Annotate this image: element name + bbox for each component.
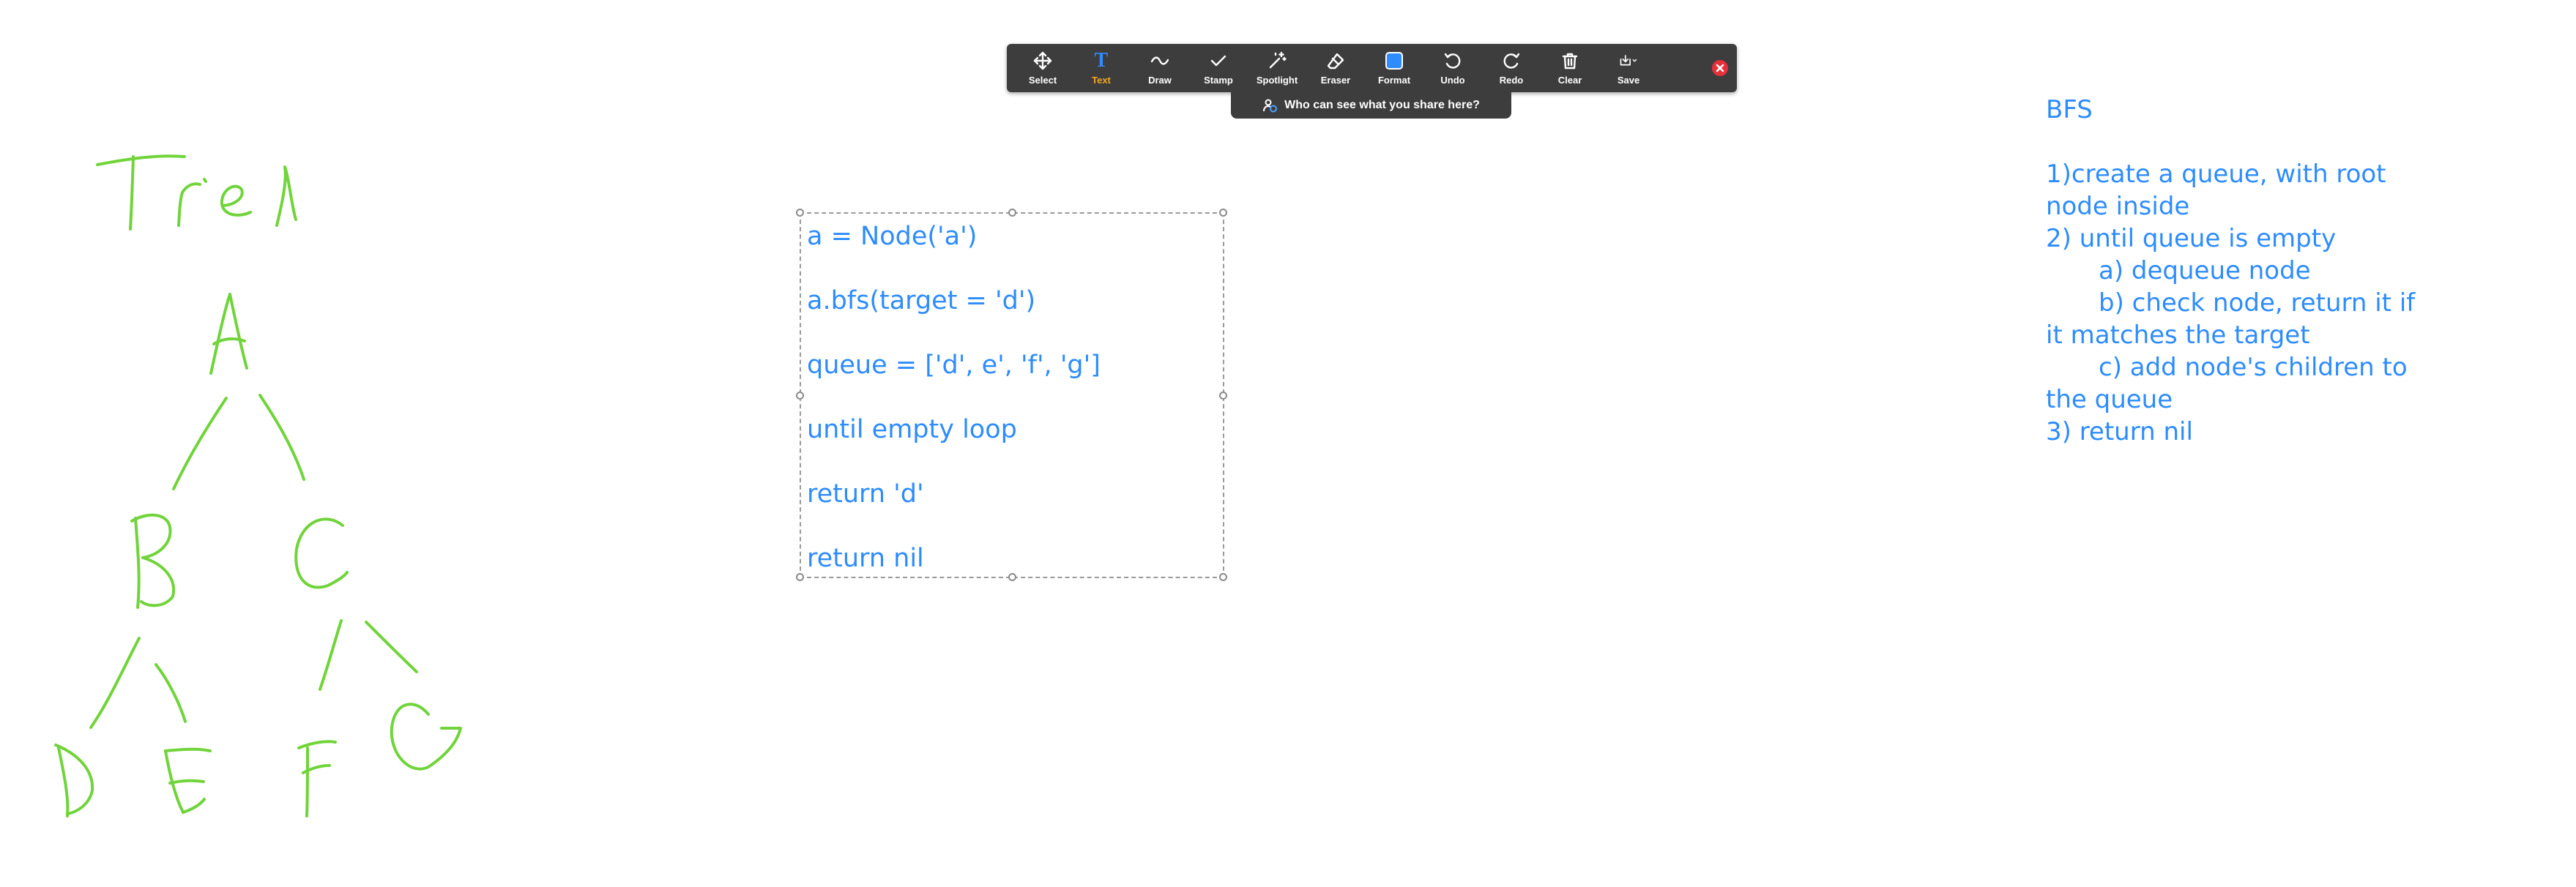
text-box-line: return nil — [807, 544, 924, 573]
move-arrows-icon — [1013, 50, 1072, 72]
format-tool-button[interactable]: Format — [1365, 44, 1423, 92]
undo-button[interactable]: Undo — [1423, 44, 1482, 92]
clear-button[interactable]: Clear — [1541, 44, 1599, 92]
text-tool-button[interactable]: T Text — [1072, 44, 1131, 92]
resize-handle-bottom-left[interactable] — [796, 573, 804, 581]
bfs-step: 2) until queue is empty — [2046, 224, 2337, 253]
undo-label: Undo — [1440, 75, 1465, 86]
text-box-line: until empty loop — [807, 415, 1017, 444]
annotation-toolbar: Select T Text Draw Stamp Spotlig — [1007, 44, 1737, 92]
edge-a-b — [172, 397, 228, 490]
node-b-ink — [130, 513, 176, 609]
clear-label: Clear — [1557, 75, 1582, 86]
bfs-substep: c) add node's children to — [2099, 353, 2408, 382]
share-notice-pill[interactable]: Who can see what you share here? — [1231, 92, 1511, 119]
save-label: Save — [1617, 75, 1640, 86]
selected-text-box[interactable]: a = Node('a') a.bfs(target = 'd') queue … — [796, 209, 1227, 581]
edge-a-c — [258, 394, 305, 481]
text-box-line: a = Node('a') — [807, 222, 978, 251]
bfs-step: node inside — [2046, 192, 2190, 221]
eraser-tool-label: Eraser — [1320, 75, 1351, 86]
node-a-ink — [209, 293, 248, 375]
bfs-substep-wrap: the queue — [2046, 385, 2173, 414]
node-f-ink — [297, 740, 337, 817]
format-tool-label: Format — [1377, 75, 1411, 86]
eraser-icon — [1306, 50, 1365, 72]
undo-icon — [1423, 50, 1482, 72]
spotlight-tool-button[interactable]: Spotlight — [1248, 44, 1306, 92]
save-download-icon — [1599, 50, 1658, 72]
magic-wand-icon — [1248, 50, 1306, 72]
node-d-ink — [54, 744, 94, 817]
bfs-substep: b) check node, return it if — [2099, 288, 2416, 318]
text-box-line: return 'd' — [807, 479, 924, 509]
text-tool-label: Text — [1092, 75, 1111, 86]
checkmark-icon — [1189, 50, 1248, 72]
resize-handle-top[interactable] — [1008, 209, 1016, 217]
stamp-tool-button[interactable]: Stamp — [1189, 44, 1248, 92]
tree-title-ink — [96, 154, 297, 231]
draw-tool-button[interactable]: Draw — [1131, 44, 1189, 92]
stamp-tool-label: Stamp — [1204, 75, 1233, 86]
bfs-substep-wrap: it matches the target — [2046, 321, 2310, 350]
edge-c-g — [365, 621, 418, 673]
save-button[interactable]: Save — [1599, 44, 1658, 92]
text-t-icon: T — [1094, 49, 1109, 72]
resize-handle-top-right[interactable] — [1219, 209, 1227, 217]
bfs-heading: BFS — [2046, 95, 2093, 124]
bfs-step: 3) return nil — [2046, 417, 2193, 446]
node-e-ink — [164, 747, 212, 814]
node-g-ink — [390, 703, 462, 771]
trash-icon — [1541, 50, 1599, 72]
share-notice-text: Who can see what you share here? — [1284, 99, 1480, 111]
close-icon — [1716, 64, 1724, 72]
draw-tool-label: Draw — [1148, 75, 1172, 86]
resize-handle-right[interactable] — [1219, 392, 1227, 400]
resize-handle-left[interactable] — [796, 392, 804, 400]
edge-b-e — [155, 663, 187, 723]
spotlight-tool-label: Spotlight — [1256, 75, 1298, 86]
bfs-step: 1)create a queue, with root — [2046, 160, 2386, 189]
edge-c-f — [319, 619, 343, 691]
text-box-line: a.bfs(target = 'd') — [807, 286, 1036, 315]
redo-icon — [1482, 50, 1541, 72]
resize-handle-bottom-right[interactable] — [1219, 573, 1227, 581]
tree-drawing — [54, 154, 462, 817]
close-toolbar-button[interactable] — [1712, 60, 1728, 76]
select-tool-button[interactable]: Select — [1013, 44, 1072, 92]
bfs-substep: a) dequeue node — [2099, 256, 2311, 285]
redo-label: Redo — [1499, 75, 1524, 86]
edge-b-d — [89, 637, 141, 729]
resize-handle-top-left[interactable] — [796, 209, 804, 217]
redo-button[interactable]: Redo — [1482, 44, 1541, 92]
node-c-ink — [294, 517, 349, 589]
squiggle-icon — [1131, 50, 1189, 72]
color-swatch-icon — [1365, 50, 1423, 72]
eraser-tool-button[interactable]: Eraser — [1306, 44, 1365, 92]
people-icon — [1263, 99, 1278, 113]
resize-handle-bottom[interactable] — [1008, 573, 1016, 581]
select-tool-label: Select — [1028, 75, 1057, 86]
text-box-line: queue = ['d', e', 'f', 'g'] — [807, 351, 1101, 380]
